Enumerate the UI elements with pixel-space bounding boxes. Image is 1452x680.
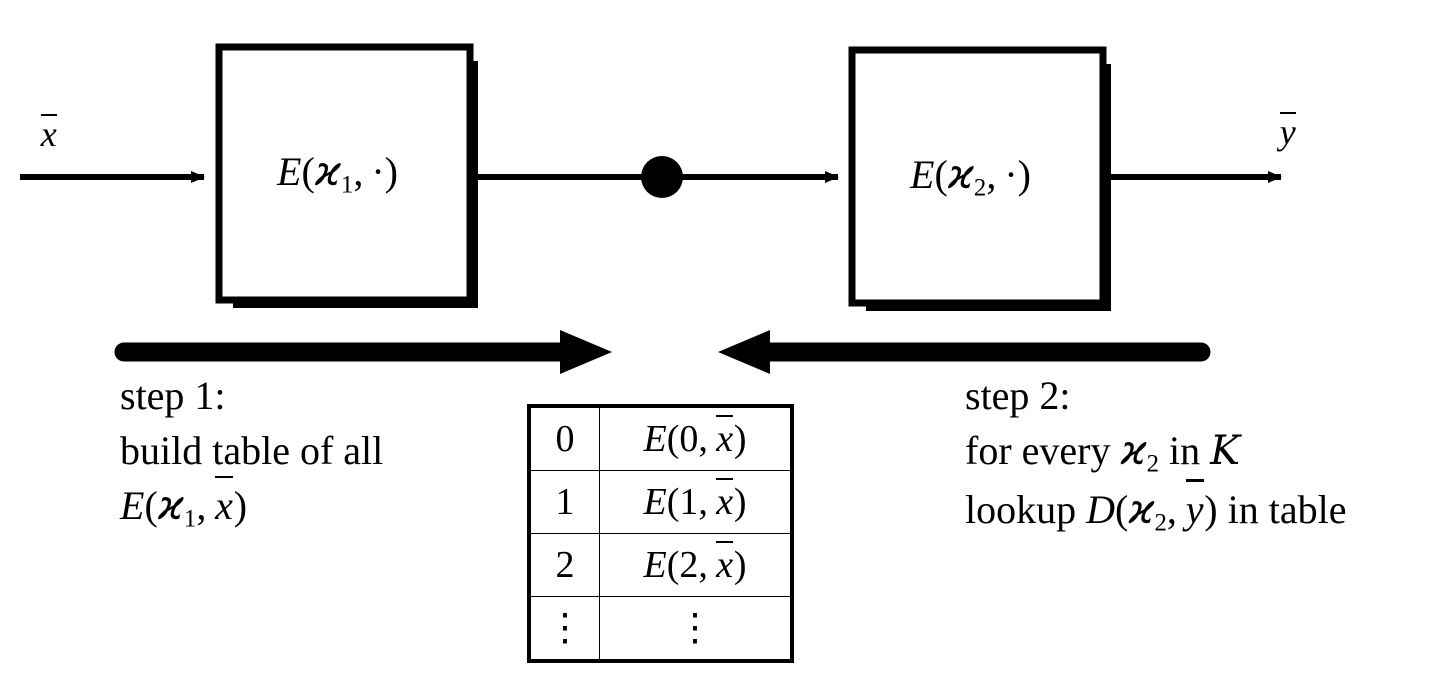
step1-line2: build table of all <box>120 428 384 474</box>
table-cell-value-ellipsis: ⋮ <box>599 596 793 662</box>
table-cell-key: 1 <box>528 470 600 534</box>
table-cell-value: E(0, x) <box>599 405 793 471</box>
output-label-ybar: y <box>1279 111 1296 152</box>
step2-arrow <box>718 330 1211 374</box>
step1-caption: step 1: build table of all E(ϰ1, x) <box>120 368 383 537</box>
step2-line2: for every ϰ2 in K <box>965 428 1241 478</box>
table-cell-value: E(2, x) <box>599 533 793 597</box>
input-label-xbar: x <box>40 113 57 154</box>
table-cell-key: 2 <box>528 533 600 597</box>
table-cell-value: E(1, x) <box>599 470 793 534</box>
step1-line3: E(ϰ1, x) <box>120 475 383 537</box>
step2-line3: lookup D(ϰ2, y) in table <box>965 479 1346 541</box>
step1-heading: step 1: <box>120 373 226 418</box>
table-row: 0 E(0, x) <box>528 405 793 471</box>
step2-caption: step 2: for every ϰ2 in K lookup D(ϰ2, y… <box>965 368 1346 541</box>
table-row: ⋮ ⋮ <box>528 596 793 662</box>
table-cell-key-ellipsis: ⋮ <box>528 596 600 662</box>
precomputed-lookup-table[interactable]: 0 E(0, x) 1 E(1, x) 2 E(2, x) ⋮ ⋮ <box>527 404 794 663</box>
box-enc1-label: E(ϰ1, ·) <box>277 149 398 199</box>
table-cell-key: 0 <box>528 405 600 471</box>
box-enc1[interactable] <box>215 43 474 304</box>
step2-heading: step 2: <box>965 373 1071 418</box>
step1-arrow <box>114 330 612 374</box>
table-row: 1 E(1, x) <box>528 470 793 534</box>
box-enc2-label: E(ϰ2, ·) <box>910 152 1031 202</box>
intermediate-value-dot <box>641 156 683 198</box>
table-row: 2 E(2, x) <box>528 533 793 597</box>
